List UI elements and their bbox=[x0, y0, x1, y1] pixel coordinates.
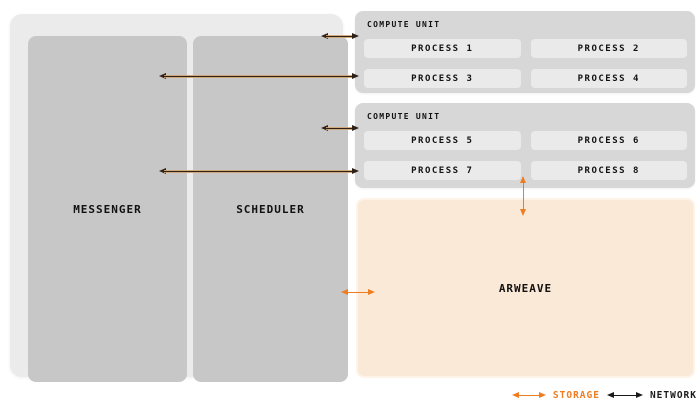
legend-network-label: NETWORK bbox=[649, 390, 697, 401]
arrowhead-left-icon bbox=[159, 73, 166, 79]
arrowhead-right-icon bbox=[368, 289, 375, 295]
arrowhead-right-icon bbox=[352, 125, 359, 131]
arrowhead-right-icon bbox=[352, 33, 359, 39]
process-box-1: PROCESS 1 bbox=[364, 39, 521, 58]
arrowhead-left-icon bbox=[321, 125, 328, 131]
storage-arrow-cu2-arweave bbox=[520, 176, 527, 216]
arrowhead-up-icon bbox=[520, 176, 526, 183]
arweave-box: ARWEAVE bbox=[356, 198, 695, 378]
arrowhead-down-icon bbox=[520, 209, 526, 216]
compute-unit-1: COMPUTE UNIT PROCESS 1 PROCESS 2 PROCESS… bbox=[355, 11, 695, 93]
legend-storage-label: STORAGE bbox=[552, 390, 600, 401]
network-arrow-icon bbox=[606, 392, 643, 399]
legend: STORAGE NETWORK bbox=[511, 389, 697, 402]
network-arrow-scheduler-cu2 bbox=[321, 125, 359, 132]
network-arrow-messenger-cu2 bbox=[159, 168, 359, 175]
arrowhead-left-icon bbox=[341, 289, 348, 295]
scheduler-box: SCHEDULER bbox=[193, 36, 348, 382]
messenger-box: MESSENGER bbox=[28, 36, 187, 382]
compute-unit-2-label: COMPUTE UNIT bbox=[367, 112, 441, 121]
process-box-6: PROCESS 6 bbox=[530, 131, 687, 150]
compute-unit-1-label: COMPUTE UNIT bbox=[367, 20, 441, 29]
network-arrow-messenger-cu1 bbox=[159, 73, 359, 80]
process-box-7: PROCESS 7 bbox=[364, 161, 521, 180]
compute-unit-2: COMPUTE UNIT PROCESS 5 PROCESS 6 PROCESS… bbox=[355, 103, 695, 188]
arrowhead-left-icon bbox=[159, 168, 166, 174]
arweave-label: ARWEAVE bbox=[498, 281, 553, 295]
compute-unit-2-process-grid: PROCESS 5 PROCESS 6 PROCESS 7 PROCESS 8 bbox=[364, 131, 687, 180]
arrowhead-right-icon bbox=[352, 73, 359, 79]
scheduler-label: SCHEDULER bbox=[236, 202, 305, 216]
process-box-5: PROCESS 5 bbox=[364, 131, 521, 150]
arrowhead-right-icon bbox=[352, 168, 359, 174]
storage-arrow-icon bbox=[511, 392, 546, 399]
process-box-4: PROCESS 4 bbox=[530, 69, 687, 88]
network-arrow-scheduler-cu1 bbox=[321, 33, 359, 40]
process-box-2: PROCESS 2 bbox=[530, 39, 687, 58]
storage-arrow-scheduler-arweave bbox=[341, 289, 375, 296]
arrowhead-left-icon bbox=[321, 33, 328, 39]
process-box-8: PROCESS 8 bbox=[530, 161, 687, 180]
compute-unit-1-process-grid: PROCESS 1 PROCESS 2 PROCESS 3 PROCESS 4 bbox=[364, 39, 687, 88]
process-box-3: PROCESS 3 bbox=[364, 69, 521, 88]
messenger-label: MESSENGER bbox=[73, 202, 142, 216]
messenger-scheduler-panel: MESSENGER SCHEDULER bbox=[10, 14, 348, 382]
